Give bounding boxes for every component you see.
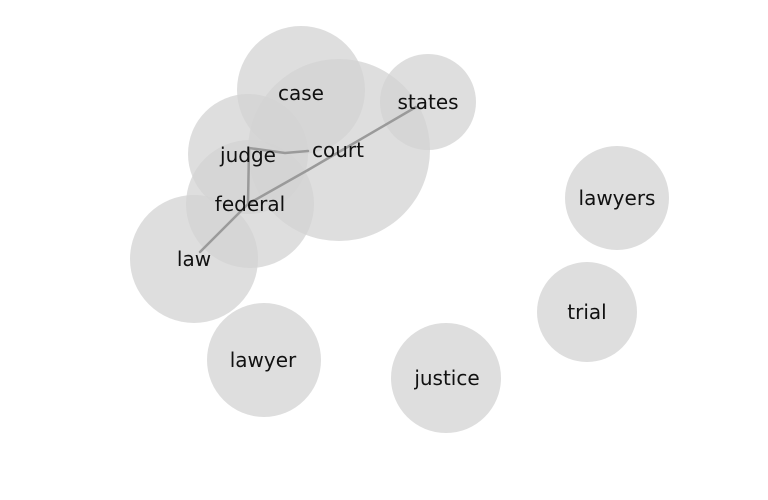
edge-lines: [198, 105, 418, 254]
edge-federal-court: [246, 168, 310, 206]
node-circle-states: [380, 54, 476, 150]
node-circle-justice: [391, 323, 501, 433]
node-label-law: law: [177, 247, 211, 271]
node-label-lawyer: lawyer: [230, 348, 297, 372]
node-label-court: court: [312, 138, 364, 162]
node-label-judge: judge: [219, 143, 276, 167]
node-label-case: case: [278, 81, 324, 105]
node-label-trial: trial: [567, 300, 606, 324]
node-label-federal: federal: [215, 192, 285, 216]
edge-federal-law: [198, 202, 250, 254]
node-label-states: states: [397, 90, 458, 114]
node-label-justice: justice: [413, 366, 479, 390]
edge-judge-court: [247, 146, 310, 155]
edge-court-states: [306, 105, 418, 172]
node-circle-lawyers: [565, 146, 669, 250]
node-circles: [130, 26, 669, 433]
node-circle-lawyer: [207, 303, 321, 417]
node-labels: case court states judge federal law lawy…: [177, 81, 656, 390]
node-circle-trial: [537, 262, 637, 362]
edge-judge-federal: [246, 146, 251, 206]
node-label-lawyers: lawyers: [579, 186, 656, 210]
